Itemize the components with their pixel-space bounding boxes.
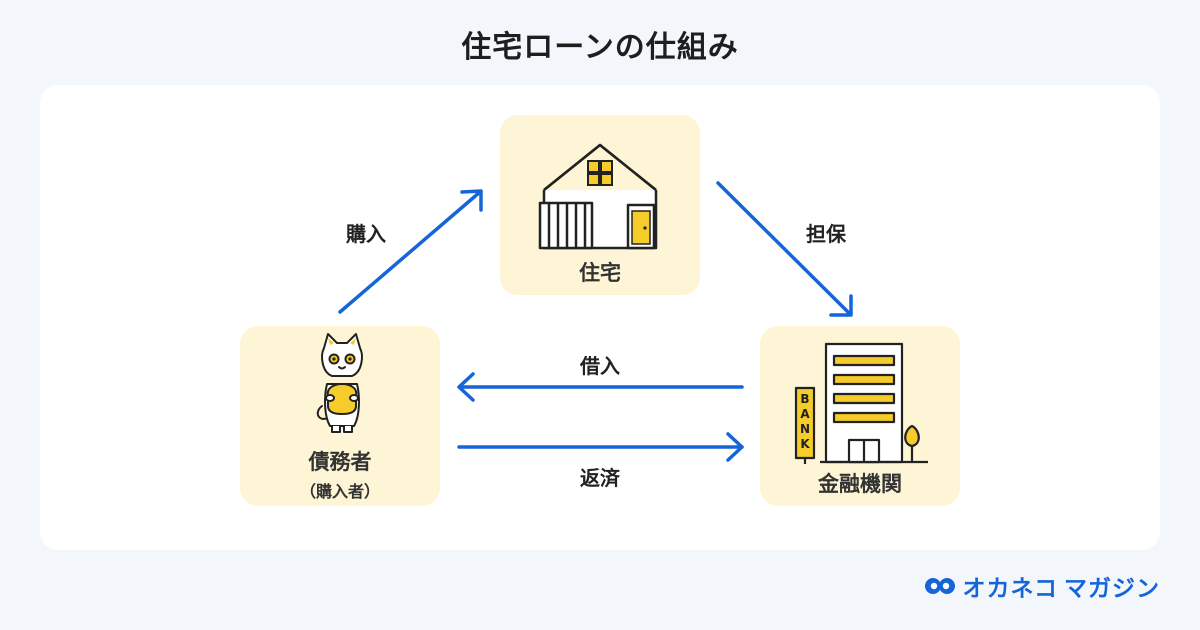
node-debtor-sublabel: （購入者） <box>299 482 380 501</box>
node-house-label: 住宅 <box>579 261 621 285</box>
edge-label-collateral: 担保 <box>806 222 846 246</box>
node-bank-label: 金融機関 <box>818 472 902 496</box>
brand-logo: オカネコ マガジン <box>924 571 1160 602</box>
collateral-arrow <box>716 181 852 316</box>
bank-sign-text: BANK <box>799 392 811 451</box>
edge-label-purchase: 購入 <box>346 222 386 246</box>
node-house: 住宅 <box>500 115 700 295</box>
edge-label-borrow: 借入 <box>580 354 620 378</box>
logo-text-secondary: マガジン <box>1064 576 1160 602</box>
bank-building-icon <box>794 342 928 464</box>
page-title: 住宅ローンの仕組み <box>461 30 739 65</box>
node-debtor: 債務者 （購入者） <box>240 326 440 506</box>
cat-character-icon <box>316 333 363 433</box>
edge-label-repay: 返済 <box>580 466 620 490</box>
logo-mark-icon <box>925 578 956 594</box>
node-debtor-label: 債務者 <box>308 450 372 474</box>
purchase-arrow <box>338 190 482 314</box>
node-bank: BANK 金融機関 <box>760 326 960 506</box>
logo-text-primary: オカネコ <box>962 576 1058 602</box>
house-icon <box>538 143 658 250</box>
